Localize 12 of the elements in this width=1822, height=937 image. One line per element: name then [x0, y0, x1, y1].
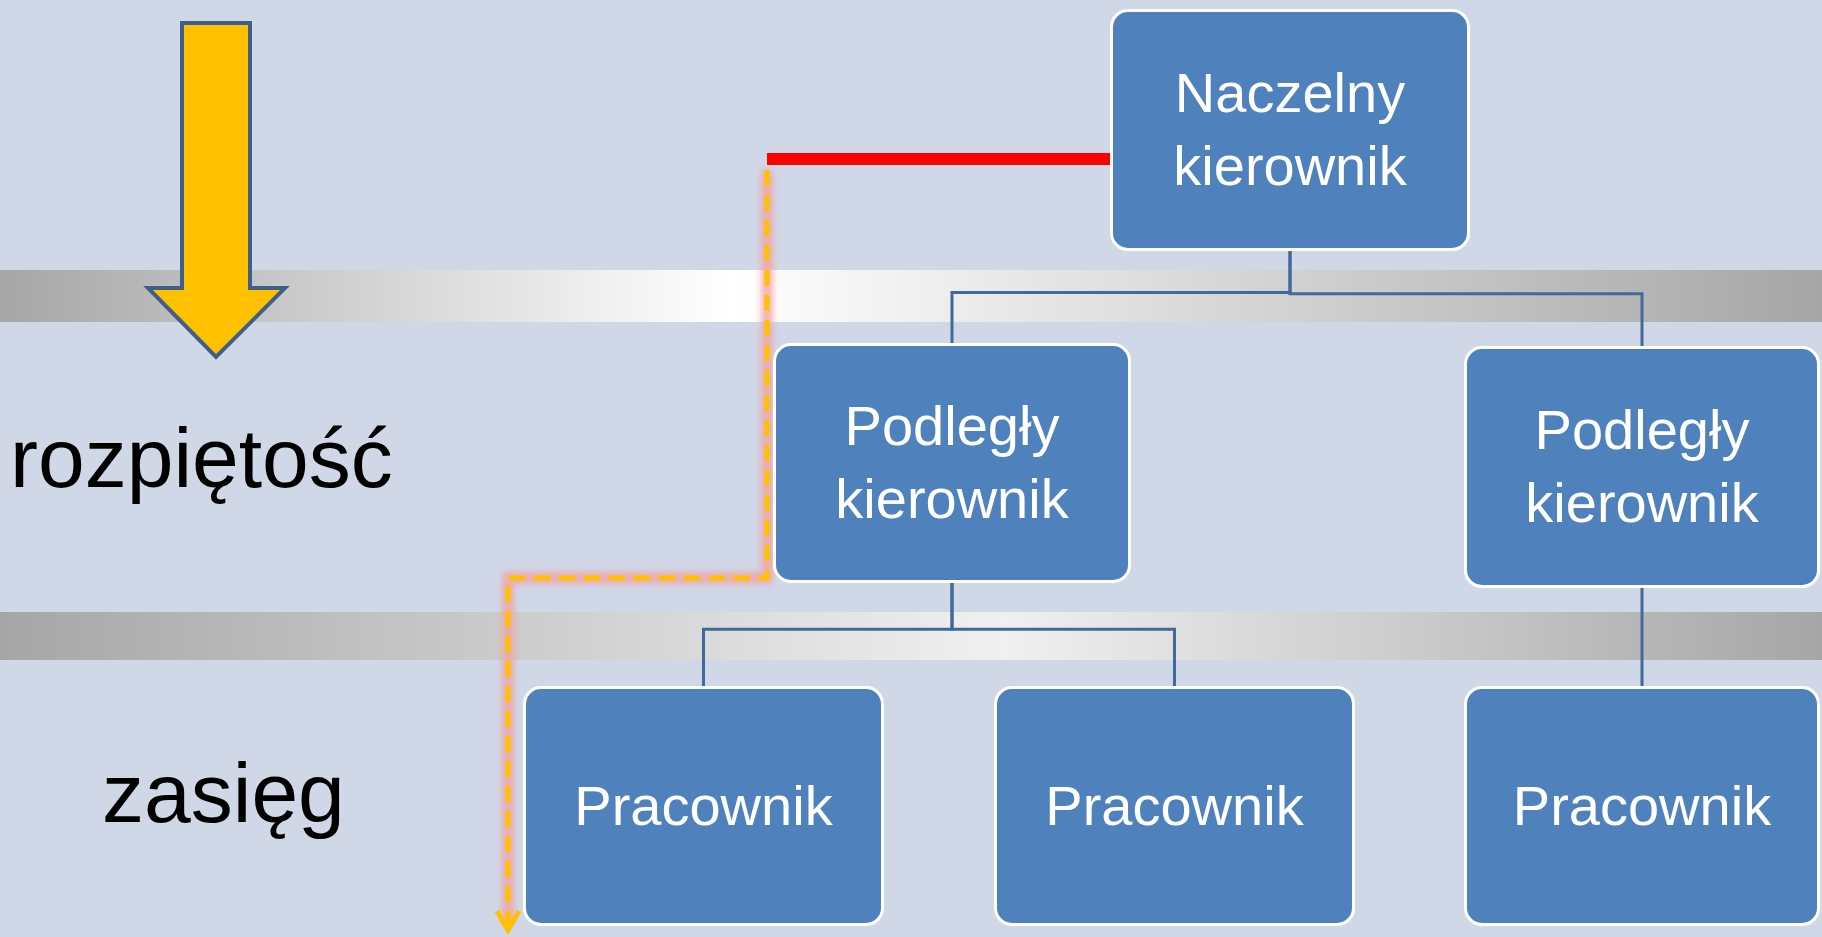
- connector-line: [767, 153, 1110, 166]
- org-chart-box: Pracownik: [994, 686, 1355, 926]
- level-label: zasięg: [102, 745, 345, 842]
- connector-line: [1288, 251, 1644, 346]
- level-label: rozpiętość: [10, 410, 393, 507]
- org-chart-box: Podległy kierownik: [1464, 346, 1820, 588]
- org-chart-box: Podległy kierownik: [773, 343, 1131, 583]
- org-chart-box: Pracownik: [523, 686, 884, 926]
- org-chart-box: Naczelny kierownik: [1110, 9, 1470, 251]
- org-chart-box: Pracownik: [1464, 686, 1820, 926]
- connector-line: [1640, 588, 1644, 686]
- connector-line: [950, 583, 1176, 686]
